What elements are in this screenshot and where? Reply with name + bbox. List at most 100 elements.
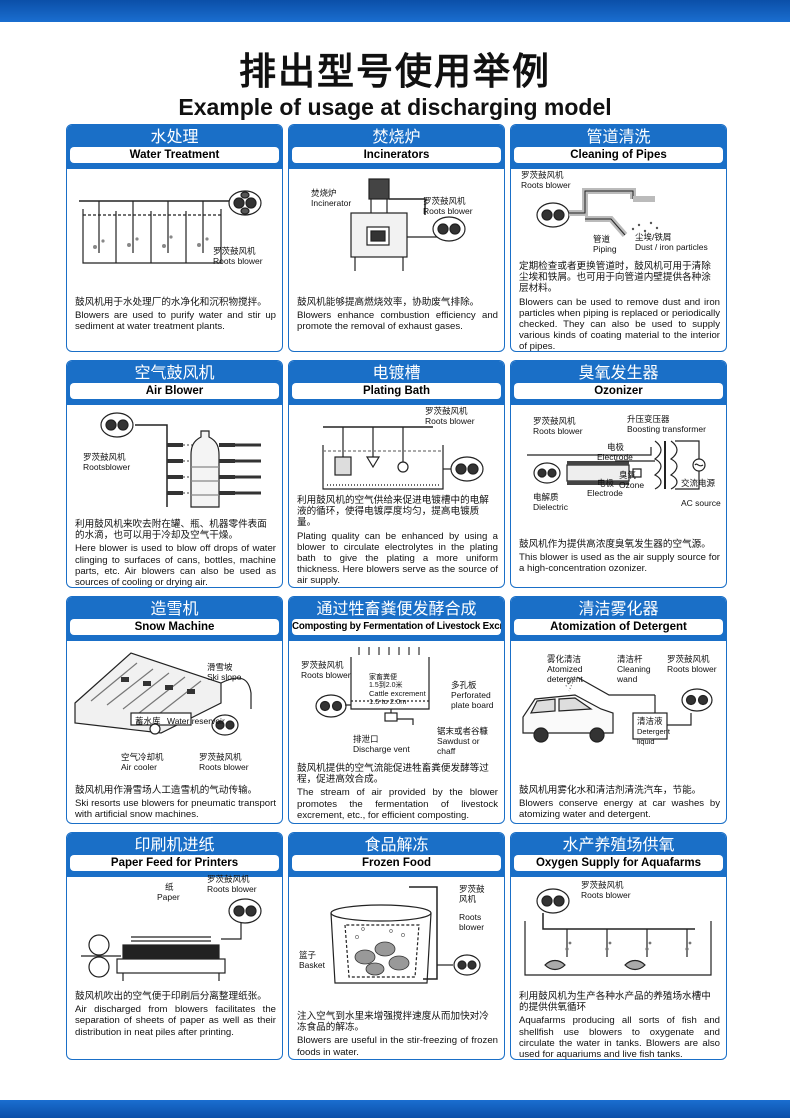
label-roots-blower-cn: 罗茨鼓风机 [83,452,126,462]
label-dust-en: Dust / iron particles [635,242,708,252]
label-height-en: 1.5 to 2.0m [369,697,407,706]
card-title-cn: 水产养殖场供氧 [562,835,675,854]
label-roots-blower-en: Roots blower [459,912,485,932]
label-electrode-bottom-en: Electrode [587,488,623,498]
label-roots-blower-en: Roots blower [581,890,631,900]
description-en: Air discharged from blowers facilitates … [75,1004,276,1038]
description-en: Blowers are used to purify water and sti… [75,310,276,333]
card-header: 印刷机进纸 Paper Feed for Printers [67,833,282,877]
card-title-cn: 焚烧炉 [372,127,421,146]
label-vent-en: Discharge vent [353,744,410,754]
label-sawdust-en: Sawdust or chaff [437,736,480,756]
frozen-food-illustration [293,879,499,991]
label-liquid-en: Detergent liquid [637,727,670,746]
card-header: 水产养殖场供氧 Oxygen Supply for Aquafarms [511,833,726,877]
label-roots-blower-cn: 罗茨鼓风机 [199,752,242,762]
description-cn: 鼓风机作为提供高浓度臭氧发生器的空气源。 [519,539,711,550]
card-header: 清洁雾化器 Atomization of Detergent [511,597,726,641]
description-cn: 利用鼓风机来吹去附在罐、瓶、机器零件表面的水滴，也可以用于冷却及空气干燥。 [75,519,267,542]
label-atomized-en: Atomized detergent [547,664,583,684]
label-plate-en: Perforated plate board [451,690,494,710]
label-incinerator-cn: 焚烧炉 [311,188,337,198]
card-atomization: 清洁雾化器 Atomization of Detergent 雾化清洁 Atom… [510,596,727,824]
label-ozone-en: Ozone [619,480,645,490]
label-roots-blower-en: Roots blower [533,426,583,436]
label-wand-en: Cleaning wand [617,664,651,684]
label-excrement-en: Cattle excrement [369,689,426,698]
label-roots-blower-en: Roots blower [213,256,263,266]
description-en: Blowers can be used to remove dust and i… [519,296,720,352]
page-title-cn: 排出型号使用举例 [239,50,551,93]
label-ozone-cn: 臭氧 [619,470,637,480]
card-title-en: Incinerators [292,147,501,163]
card-title-en: Air Blower [70,383,279,399]
plating-bath-illustration [293,407,499,519]
air-blower-illustration [71,407,277,519]
card-description: 鼓风机吹出的空气便于印刷后分离整理纸张。 Air discharged from… [75,991,276,1038]
label-roots-blower-en: Roots blower [423,206,473,216]
card-header: 管道清洗 Cleaning of Pipes [511,125,726,169]
card-description: 利用鼓风机来吹去附在罐、瓶、机器零件表面的水滴，也可以用于冷却及空气干燥。 He… [75,519,276,588]
card-title-en: Paper Feed for Printers [70,855,279,871]
label-wand-cn: 清洁杆 [617,654,643,664]
label-incinerator-en: Incinerator [311,198,352,208]
pipe-cleaning-illustration [515,171,721,283]
card-title-cn: 食品解冻 [364,835,429,854]
label-excrement-cn: 家畜粪便 [369,674,397,681]
card-header: 水处理 Water Treatment [67,125,282,169]
card-description: 鼓风机能够提高燃烧效率，协助废气排除。 Blowers enhance comb… [297,297,498,333]
label-liquid-cn: 清洁液 [637,716,663,726]
description-cn: 利用鼓风机为生产各种水产品的养殖场水槽中的提供供氧循环 [519,991,711,1014]
card-title-cn: 管道清洗 [586,127,651,146]
card-title-en: Oxygen Supply for Aquafarms [514,855,723,871]
description-cn: 注入空气到水里来增强搅拌速度从而加快对冷冻食品的解冻。 [297,1011,489,1034]
label-paper-en: Paper [157,892,180,902]
card-description: 鼓风机用作滑雪场人工造雪机的气动传输。 Ski resorts use blow… [75,785,276,821]
card-title-en: Snow Machine [70,619,279,635]
card-description: 鼓风机用于水处理厂的水净化和沉积物搅拌。 Blowers are used to… [75,297,276,333]
description-cn: 鼓风机用作滑雪场人工造雪机的气动传输。 [75,785,258,796]
card-title-cn: 空气鼓风机 [134,363,215,382]
label-roots-blower-cn: 罗茨鼓风机 [533,416,576,426]
label-ac-source-en: AC source [681,498,721,508]
label-roots-blower-cn: 罗茨鼓风机 [581,880,624,890]
label-air-cooler-cn: 空气冷却机 [121,752,164,762]
card-description: 注入空气到水里来增强搅拌速度从而加快对冷冻食品的解冻。 Blowers are … [297,1011,498,1058]
label-transformer-en: Boosting transformer [627,424,706,434]
card-water-treatment: 水处理 Water Treatment 罗茨鼓风机 Roots blower 鼓… [66,124,283,352]
card-title-cn: 印刷机进纸 [134,835,215,854]
label-roots-blower-en: Roots blower [521,180,571,190]
label-basket-cn: 篮子 [299,950,317,960]
description-en: The stream of air provided by the blower… [297,787,498,821]
card-title-cn: 造雪机 [150,599,199,618]
description-en: Aquafarms producing all sorts of fish an… [519,1015,720,1060]
description-en: Here blower is used to blow off drops of… [75,543,276,588]
label-ski-slope-en: Ski slope [207,672,242,682]
label-roots-blower-en: Roots blower [301,670,351,680]
card-cleaning-of-pipes: 管道清洗 Cleaning of Pipes 罗茨鼓风机 Roots blowe… [510,124,727,352]
card-header: 通过牲畜粪便发酵合成 Composting by Fermentation of… [289,597,504,641]
label-transformer-cn: 升压变压器 [627,414,670,424]
card-aquafarms: 水产养殖场供氧 Oxygen Supply for Aquafarms 罗茨鼓风… [510,832,727,1060]
label-roots-blower-cn: 罗茨鼓风机 [425,406,468,416]
card-incinerators: 焚烧炉 Incinerators 焚烧炉 Incinerator 罗茨鼓风机 R… [288,124,505,352]
card-description: 鼓风机提供的空气流能促进牲畜粪便发酵等过程，促进高效合成。 The stream… [297,763,498,821]
label-roots-blower-cn: 罗茨鼓风机 [301,660,344,670]
card-title-cn: 通过牲畜粪便发酵合成 [316,599,477,618]
label-atomized-cn: 雾化清洁 [547,654,582,664]
label-basket-en: Basket [299,960,325,970]
label-vent-cn: 排泄口 [353,734,379,744]
label-reservoir-cn: 蓄水库 [135,716,161,726]
label-roots-blower-en: Roots blower [199,762,249,772]
label-air-cooler-en: Air cooler [121,762,157,772]
page-title-en: Example of usage at discharging model [178,94,612,120]
label-roots-blower-cn: 罗茨鼓风机 [459,884,485,904]
card-title-cn: 电镀槽 [372,363,421,382]
ozonizer-illustration [515,407,721,519]
card-title-en: Cleaning of Pipes [514,147,723,163]
label-ski-slope-cn: 滑雪坡 [207,662,233,672]
label-roots-blower-en: Roots blower [425,416,475,426]
card-composting: 通过牲畜粪便发酵合成 Composting by Fermentation of… [288,596,505,824]
card-header: 臭氧发生器 Ozonizer [511,361,726,405]
incinerator-illustration [293,171,499,283]
